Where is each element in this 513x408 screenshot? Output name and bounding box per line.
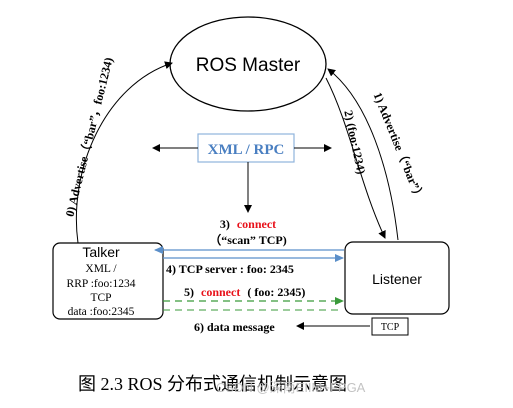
talker-line2: RRP :foo:1234 bbox=[67, 278, 136, 290]
talker-node: Talker XML / RRP :foo:1234 TCP data :foo… bbox=[52, 242, 164, 320]
watermark: CSDN @深南EIIM+FPGA bbox=[216, 380, 366, 395]
tcp-small-node: TCP bbox=[371, 317, 409, 336]
edge-5-rest: ( foo: 2345) bbox=[247, 285, 305, 299]
edge-5-connect-word: connect bbox=[201, 285, 240, 299]
xmlrpc-label: XML / RPC bbox=[208, 142, 285, 158]
edge-3-label: 3) connect bbox=[220, 217, 276, 231]
talker-line4: data :foo:2345 bbox=[68, 306, 135, 318]
listener-node: Listener bbox=[344, 241, 450, 315]
edge-5-label: 5) connect ( foo: 2345) bbox=[184, 285, 305, 299]
tcp-small-label: TCP bbox=[381, 322, 400, 333]
edge-4-label: 4) TCP server : foo: 2345 bbox=[166, 262, 294, 276]
edge-1-curve bbox=[327, 68, 399, 241]
edge-1-label: 1) Advertise（“bar”） bbox=[371, 90, 428, 203]
xmlrpc-node: XML / RPC bbox=[197, 133, 295, 163]
edge-3-sub: （“scan” TCP) bbox=[209, 232, 286, 247]
edge-5-number: 5) bbox=[184, 285, 194, 299]
talker-line3: TCP bbox=[90, 292, 111, 304]
edge-2-curve bbox=[325, 77, 386, 239]
listener-label: Listener bbox=[372, 271, 422, 287]
edge-3-connect-word: connect bbox=[237, 217, 276, 231]
figure-caption: 图 2.3 ROS 分布式通信机制示意图 bbox=[78, 374, 347, 394]
edge-3-number: 3) bbox=[220, 217, 230, 231]
talker-line1: XML / bbox=[85, 263, 117, 275]
edge-2-label: 2) (foo:1234) bbox=[341, 109, 368, 175]
ros-master-label: ROS Master bbox=[196, 55, 301, 76]
ros-master-node: ROS Master bbox=[169, 16, 327, 112]
edge-0-curve bbox=[75, 61, 173, 244]
talker-title: Talker bbox=[82, 244, 120, 260]
edge-0-label: 0) Advertise（“bar”，foo:1234) bbox=[62, 56, 116, 218]
edge-6-label: 6) data message bbox=[194, 320, 275, 334]
